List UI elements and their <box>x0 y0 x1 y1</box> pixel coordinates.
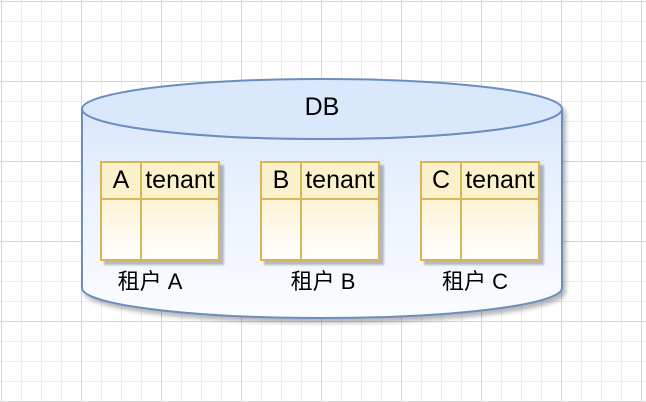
table-empty-row <box>262 200 378 259</box>
table-empty-row <box>422 200 538 259</box>
tenant-caption-a: 租户 A <box>117 269 183 294</box>
tenant-caption-b: 租户 B <box>290 269 356 294</box>
table-empty-cell <box>302 200 378 259</box>
table-empty-cell <box>462 200 538 259</box>
table-empty-cell <box>262 200 302 259</box>
tenant-table-b[interactable]: B tenant <box>260 161 380 261</box>
table-empty-cell <box>422 200 462 259</box>
table-key-cell: B <box>262 163 302 198</box>
table-header-row: B tenant <box>262 163 378 200</box>
table-header-row: C tenant <box>422 163 538 200</box>
tenant-caption-c: 租户 C <box>441 269 508 294</box>
tenant-table-c[interactable]: C tenant <box>420 161 540 261</box>
table-empty-cell <box>142 200 218 259</box>
table-header-row: A tenant <box>102 163 218 200</box>
table-field-cell: tenant <box>302 163 378 198</box>
database-label: DB <box>304 93 340 121</box>
table-key-cell: C <box>422 163 462 198</box>
table-empty-row <box>102 200 218 259</box>
tenant-table-a[interactable]: A tenant <box>100 161 220 261</box>
table-empty-cell <box>102 200 142 259</box>
table-field-cell: tenant <box>462 163 538 198</box>
table-key-cell: A <box>102 163 142 198</box>
cylinder-top[interactable] <box>81 78 563 140</box>
table-field-cell: tenant <box>142 163 218 198</box>
